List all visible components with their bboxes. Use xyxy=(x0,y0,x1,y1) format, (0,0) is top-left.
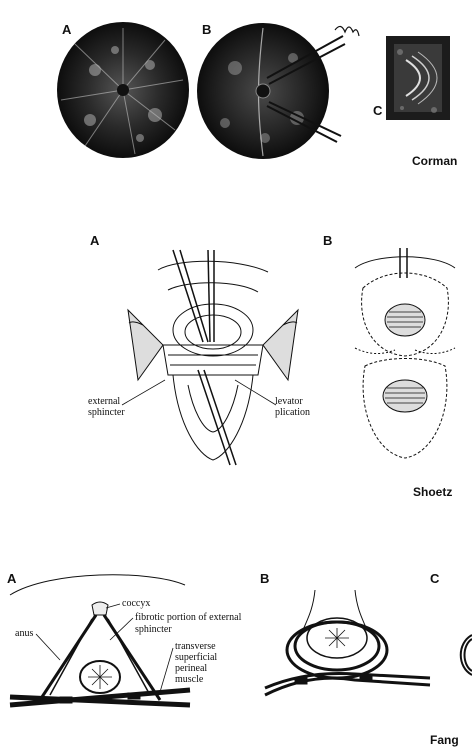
shoetz-caption: Shoetz xyxy=(413,485,452,499)
shoetz-panel-b-illustration xyxy=(345,248,465,468)
label-sphincter: sphincter xyxy=(135,624,172,635)
fang-panel-c-letter: C xyxy=(430,571,439,586)
label-transverse: transverse xyxy=(175,641,216,652)
label-anus: anus xyxy=(15,628,33,639)
fang-panel-c-illustration xyxy=(452,625,472,705)
label-levator-plication: levator plication xyxy=(275,396,310,418)
corman-panel-a-illustration xyxy=(55,20,195,160)
label-external-sphincter: external sphincter xyxy=(88,396,125,418)
shoetz-panel-a-illustration xyxy=(118,250,318,470)
corman-caption: Corman xyxy=(412,154,457,168)
shoetz-panel-b-letter: B xyxy=(323,233,332,248)
fang-panel-a-illustration xyxy=(0,565,200,725)
fang-caption: Fang xyxy=(430,733,459,747)
label-superficial: superficial xyxy=(175,652,217,663)
fang-panel-b-illustration xyxy=(255,590,435,710)
corman-panel-c-illustration xyxy=(384,34,454,124)
label-fibrotic: fibrotic portion of external xyxy=(135,612,241,623)
corman-panel-c-letter: C xyxy=(373,103,382,118)
corman-panel-b-illustration xyxy=(195,18,365,163)
label-perineal: perineal xyxy=(175,663,207,674)
fang-panel-b-letter: B xyxy=(260,571,269,586)
label-muscle: muscle xyxy=(175,674,203,685)
shoetz-panel-a-letter: A xyxy=(90,233,99,248)
label-coccyx: coccyx xyxy=(122,598,150,609)
